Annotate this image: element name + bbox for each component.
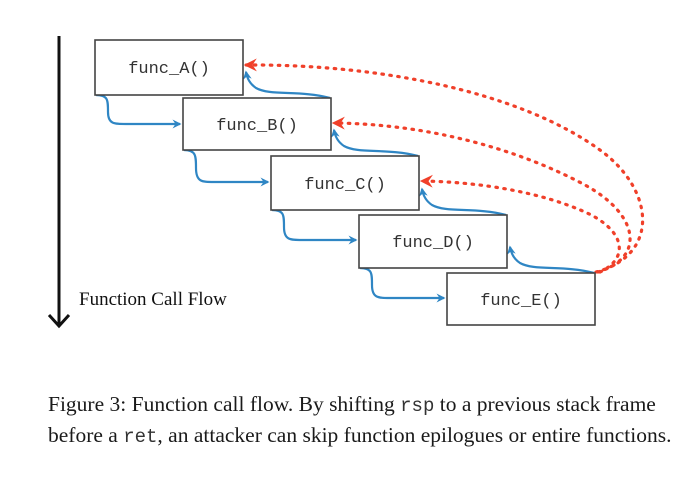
call-arrow-b-to-c <box>183 148 270 187</box>
function-box-a: func_A() <box>94 39 244 96</box>
skip-arrow-e-to-b <box>331 116 632 274</box>
function-label-b: func_B() <box>216 117 298 136</box>
call-arrow-c-to-d <box>271 208 358 245</box>
flow-direction-arrow <box>47 36 71 329</box>
function-label-e: func_E() <box>480 292 562 311</box>
caption-code-rsp: rsp <box>400 395 435 417</box>
return-arrow-c-to-b <box>330 128 419 158</box>
caption-text-2: to a previous stack frame before a <box>48 392 656 447</box>
skip-arrow-e-to-c <box>419 174 621 274</box>
figure-caption: Figure 3: Function call flow. By shiftin… <box>48 390 678 452</box>
return-arrow-b-to-a <box>242 70 331 100</box>
caption-text-3: , an attacker can skip function epilogue… <box>157 423 672 447</box>
function-label-a: func_A() <box>128 60 210 79</box>
function-label-c: func_C() <box>304 176 386 195</box>
return-arrow-e-to-d <box>506 245 595 275</box>
function-box-c: func_C() <box>270 155 420 211</box>
function-box-d: func_D() <box>358 214 508 269</box>
call-arrow-a-to-b <box>95 93 182 129</box>
return-arrow-d-to-c <box>418 187 507 217</box>
call-arrow-d-to-e <box>359 266 446 303</box>
function-label-d: func_D() <box>392 234 474 253</box>
function-box-b: func_B() <box>182 97 332 151</box>
caption-code-ret: ret <box>123 426 158 448</box>
function-call-flow-diagram: Function Call Flow func_A() func_B() fun… <box>47 36 645 329</box>
flow-label: Function Call Flow <box>79 289 227 310</box>
skip-arrow-e-to-a <box>243 58 645 274</box>
function-box-e: func_E() <box>446 272 596 326</box>
caption-text-1: Figure 3: Function call flow. By shiftin… <box>48 392 401 416</box>
